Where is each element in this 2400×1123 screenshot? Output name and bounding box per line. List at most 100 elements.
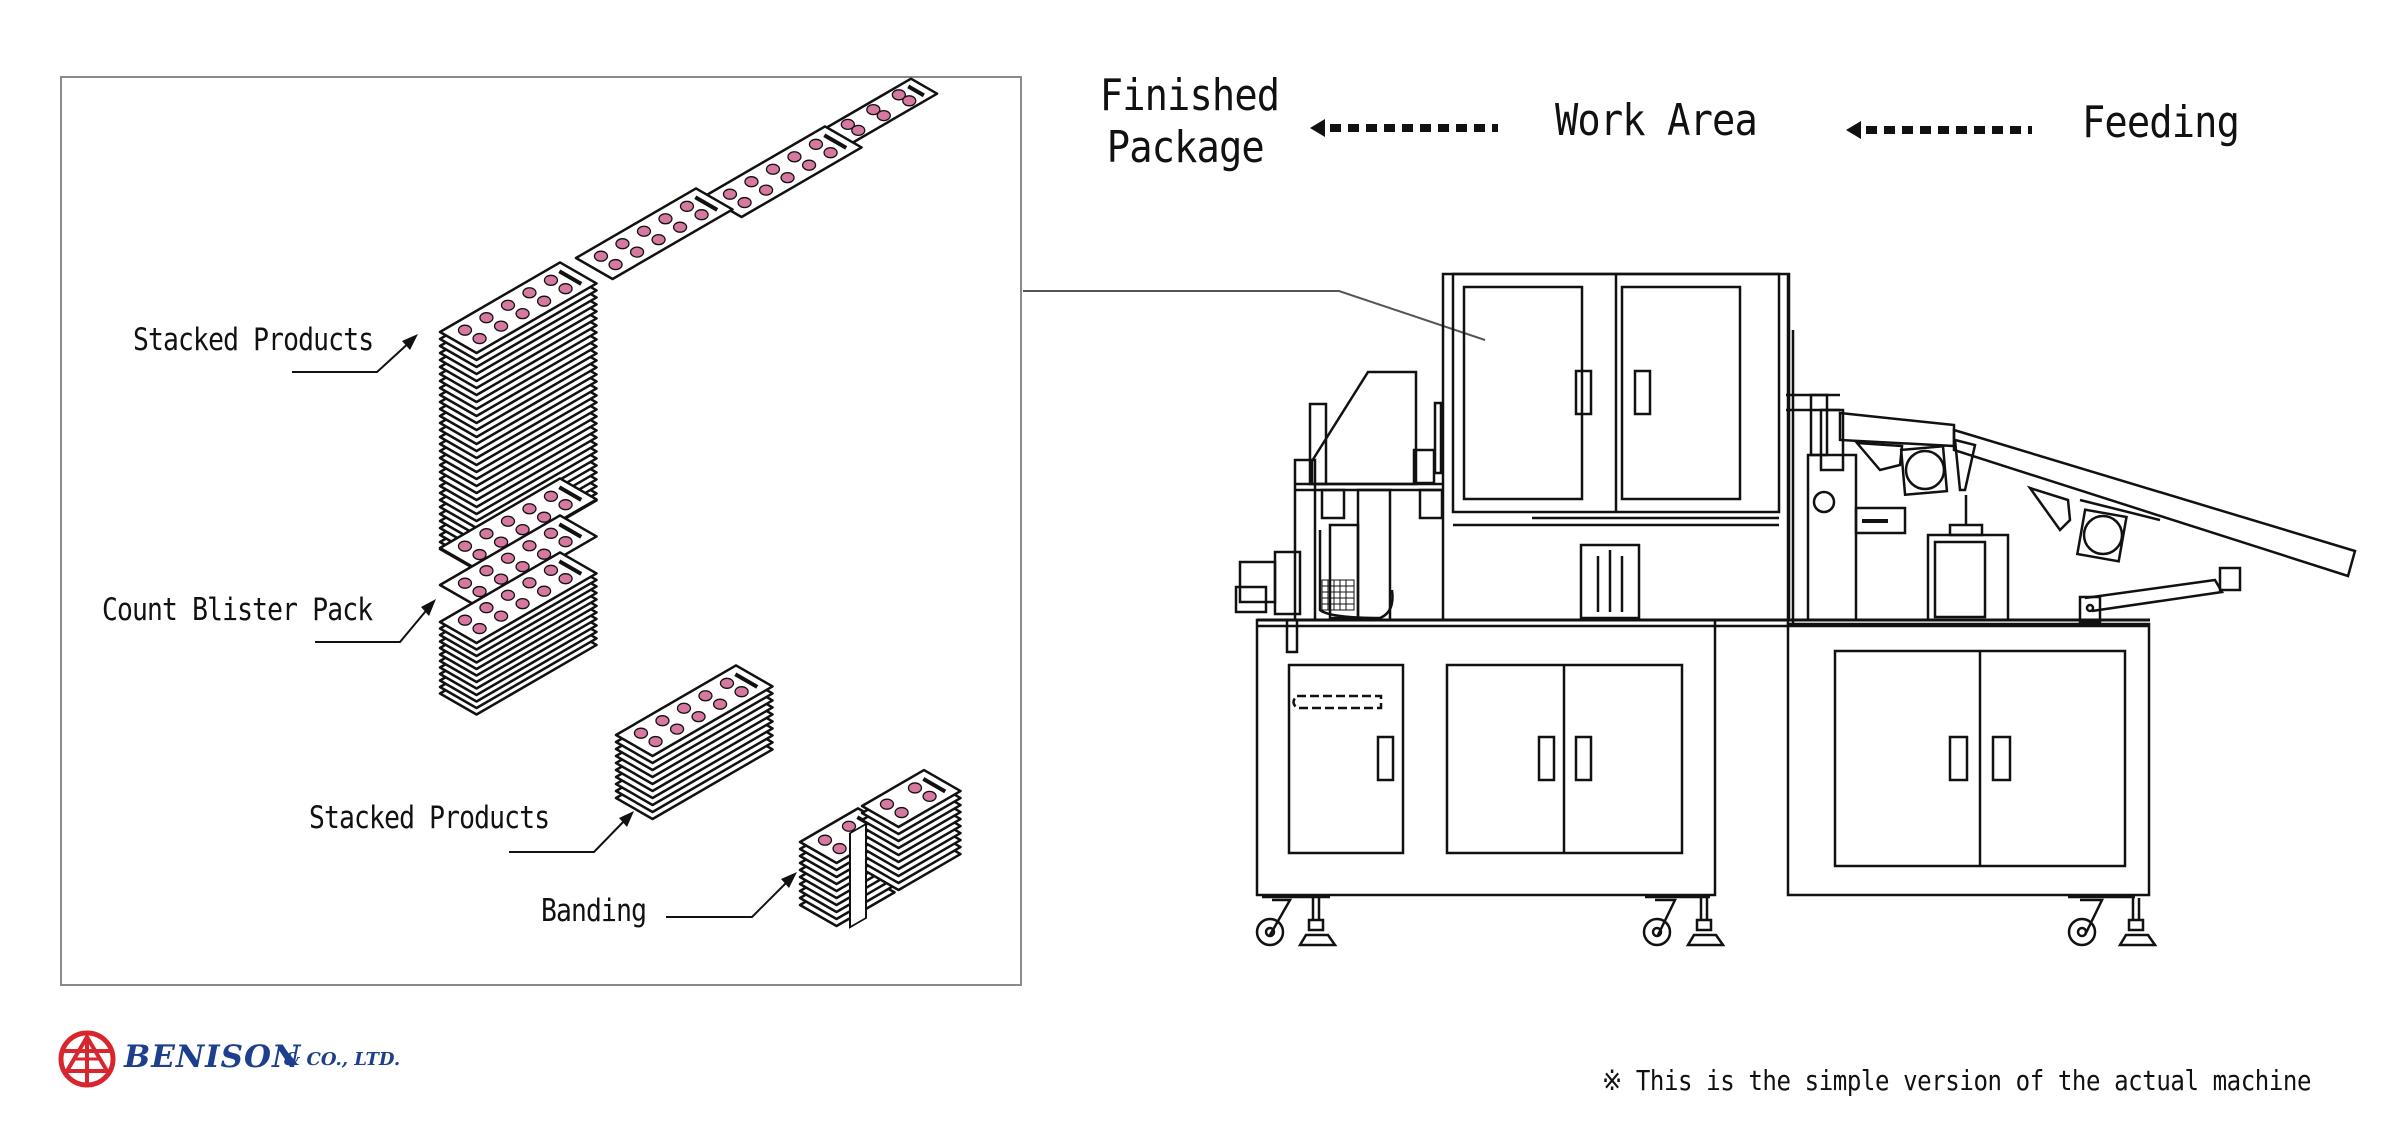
blister-pill xyxy=(679,200,695,212)
foot-2 xyxy=(1685,898,1726,947)
caster-3 xyxy=(2067,895,2135,947)
mesh-guard xyxy=(1321,579,1355,611)
blister-pill xyxy=(493,610,509,622)
base-cabinet-left xyxy=(1255,618,1717,897)
note-symbol-icon: ※ xyxy=(1602,1064,1622,1097)
feeding-door-handle-right xyxy=(1991,735,2012,782)
blister-pill xyxy=(593,250,609,262)
stacked-products-lower xyxy=(438,551,598,716)
leader-banding xyxy=(666,878,791,918)
stacked-products-tall xyxy=(438,261,598,572)
callout-count-blister-pack: Count Blister Pack xyxy=(102,592,373,628)
blister-pill xyxy=(894,806,909,819)
blister-pill xyxy=(737,196,752,209)
banding-strap xyxy=(849,822,867,929)
blister-pill xyxy=(676,702,692,714)
blister-pill xyxy=(823,147,838,159)
company-logo: BENISON & CO., LTD. xyxy=(58,1029,418,1089)
blister-pill xyxy=(876,109,891,122)
blister-pill xyxy=(472,332,487,345)
blister-pill xyxy=(902,95,917,107)
stacked-products-small xyxy=(614,664,774,821)
arrowhead-banding xyxy=(781,872,797,888)
blister-card xyxy=(860,768,962,829)
callout-stacked-products-top: Stacked Products xyxy=(133,322,374,358)
infeed-blister-3 xyxy=(574,187,734,281)
stage-feeding: Feeding xyxy=(2082,97,2240,148)
blister-pill xyxy=(515,597,530,610)
feeding-conveyor xyxy=(1786,393,2357,624)
blister-label-mark xyxy=(907,84,925,98)
arrowhead-stacked-top xyxy=(402,334,418,350)
caster-2 xyxy=(1642,895,1710,947)
logo-emblem-icon xyxy=(58,1030,116,1088)
stage-finished-line1: Finished xyxy=(1099,70,1280,121)
machine-note: ※ This is the simple version of the actu… xyxy=(1602,1064,2311,1097)
blister-pill xyxy=(457,577,473,589)
blister-pill xyxy=(457,324,473,336)
blister-pill xyxy=(669,723,685,735)
blister-pill xyxy=(500,589,516,601)
blister-pill xyxy=(672,221,688,233)
blister-pill xyxy=(479,602,494,614)
feeding-door-handle-left xyxy=(1948,735,1969,782)
blister-pill xyxy=(457,540,473,552)
stage-work-area: Work Area xyxy=(1555,95,1758,146)
blister-pill xyxy=(536,585,552,597)
base-cabinet-right xyxy=(1786,622,2151,897)
blister-pill xyxy=(543,527,559,539)
blister-pill xyxy=(472,585,487,598)
blister-pill xyxy=(808,138,824,150)
blister-pill xyxy=(479,565,494,577)
blister-card xyxy=(614,664,774,758)
blister-pill xyxy=(543,564,559,576)
banded-stack-right xyxy=(860,768,962,892)
blister-pill xyxy=(719,677,735,689)
blister-pill xyxy=(515,307,530,320)
upper-door-left xyxy=(1462,285,1584,501)
blister-pill xyxy=(479,528,494,540)
blister-pill xyxy=(543,490,559,502)
blister-pill xyxy=(780,171,795,184)
output-mechanism xyxy=(1234,370,1444,654)
blister-pill xyxy=(633,727,649,739)
blister-label-mark xyxy=(694,195,719,212)
counted-blister-1 xyxy=(438,477,598,571)
blister-pill xyxy=(558,283,573,295)
blister-pill xyxy=(608,258,623,271)
blister-label-mark xyxy=(558,522,583,539)
blister-pill xyxy=(522,287,537,299)
logo-company-suffix: & CO., LTD. xyxy=(284,1049,401,1070)
upper-handle-left xyxy=(1574,369,1593,416)
blister-pill xyxy=(636,225,652,237)
blister-pill xyxy=(629,246,645,258)
blister-pill xyxy=(558,573,573,585)
callout-banding: Banding xyxy=(541,893,647,929)
blister-pill xyxy=(558,536,573,548)
blister-pill xyxy=(522,577,537,589)
blister-pill xyxy=(712,698,728,710)
blister-label-mark xyxy=(823,133,848,150)
arrowhead-stacked-bottom xyxy=(619,811,634,827)
blister-pill xyxy=(536,548,552,560)
blister-pill xyxy=(543,274,559,286)
logo-company-name: BENISON xyxy=(124,1039,302,1075)
foot-1 xyxy=(1297,898,1338,947)
base-door-small-handle xyxy=(1376,735,1395,782)
upper-cabinet xyxy=(1441,272,1791,622)
infeed-blister-1 xyxy=(824,77,939,145)
blister-pill xyxy=(907,782,923,794)
leader-stacked-top xyxy=(292,339,413,373)
blister-pill xyxy=(493,536,509,548)
blister-pill xyxy=(758,184,774,196)
callout-stacked-products-bottom: Stacked Products xyxy=(309,800,550,836)
blister-pill xyxy=(515,560,530,573)
blister-pill xyxy=(558,499,573,511)
blister-label-mark xyxy=(558,269,583,286)
blister-pill xyxy=(500,515,516,527)
blister-pill xyxy=(651,233,666,246)
blister-pill xyxy=(787,151,802,163)
blister-pill xyxy=(658,213,673,225)
